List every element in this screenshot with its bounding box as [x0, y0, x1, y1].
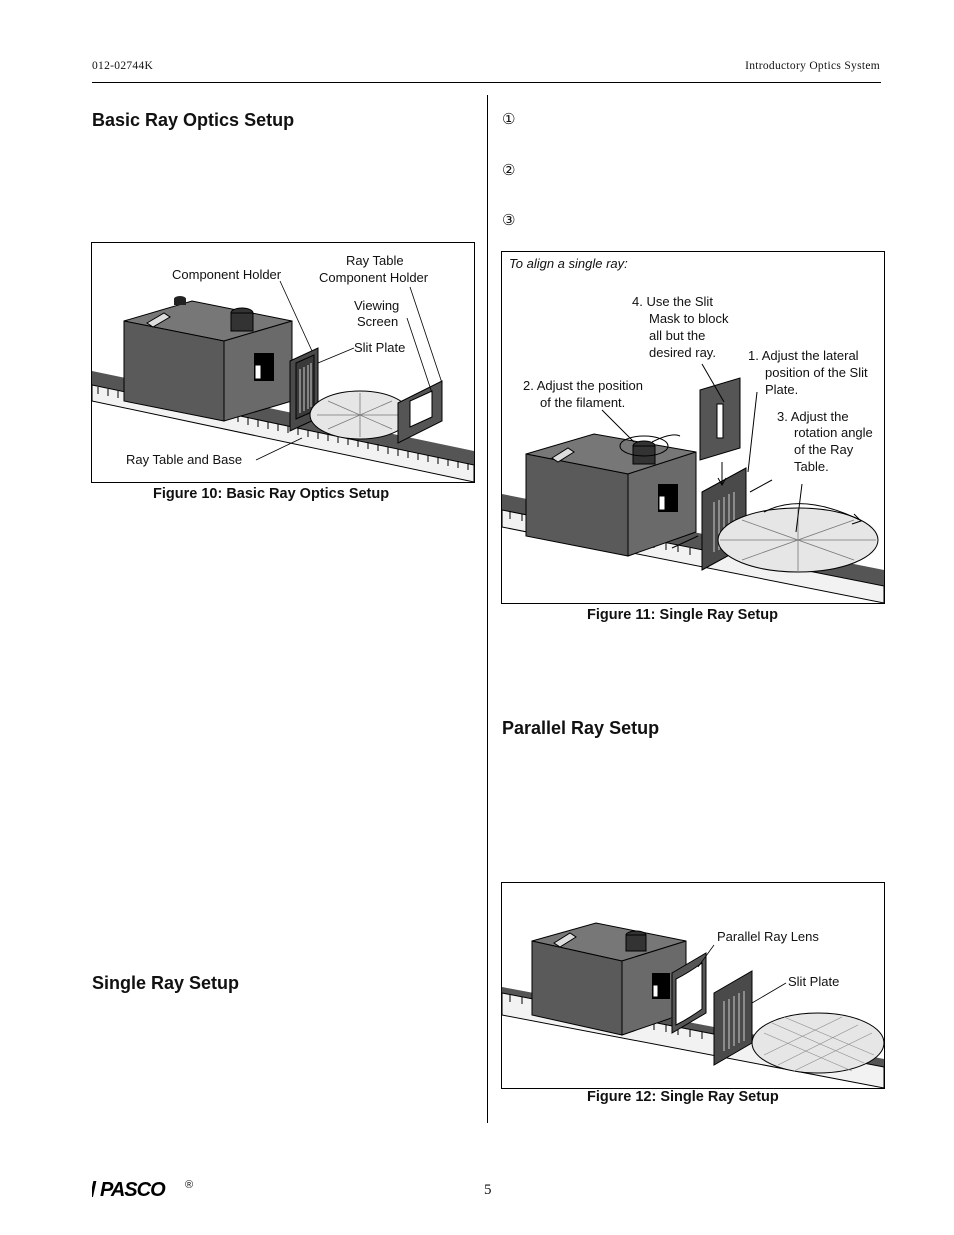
- label-ray-table-holder-line2: Component Holder: [319, 270, 429, 285]
- doc-number: 012-02744K: [92, 60, 154, 72]
- figure-10-caption: Figure 10: Basic Ray Optics Setup: [153, 486, 390, 502]
- label-slit-plate-fig12: Slit Plate: [788, 974, 840, 989]
- label-component-holder: Component Holder: [172, 267, 282, 282]
- figure-11: To align a single ray: 4. Use the Slit M…: [501, 251, 885, 604]
- registered-mark: ®: [185, 1179, 194, 1191]
- step4-line2: Mask to block: [649, 311, 729, 326]
- step-marker-1: ①: [502, 110, 516, 128]
- step2-line2: of the filament.: [540, 395, 626, 410]
- step4-line3: all but the: [649, 328, 706, 343]
- figure-11-intro: To align a single ray:: [509, 256, 628, 271]
- step3-line1: 3. Adjust the: [777, 409, 849, 424]
- section-title-single-ray: Single Ray Setup: [92, 973, 240, 993]
- step3-line2: rotation angle: [794, 425, 873, 440]
- page-number: 5: [484, 1182, 492, 1198]
- pasco-logo: PASCO: [92, 1178, 182, 1200]
- step4-line1: 4. Use the Slit: [632, 294, 713, 309]
- step4-line4: desired ray.: [649, 345, 716, 360]
- pasco-logo-mark: PASCO: [92, 1179, 167, 1200]
- label-viewing-screen-line1: Viewing: [354, 298, 400, 313]
- step3-line4: Table.: [794, 459, 829, 474]
- section-title-parallel-ray: Parallel Ray Setup: [502, 718, 660, 738]
- header-rule: [92, 82, 881, 83]
- label-parallel-ray-lens: Parallel Ray Lens: [717, 929, 819, 944]
- column-divider: [487, 95, 488, 1123]
- step-marker-3: ③: [502, 211, 516, 229]
- label-ray-table-base: Ray Table and Base: [126, 452, 243, 467]
- figure-11-caption: Figure 11: Single Ray Setup: [587, 607, 778, 623]
- step1-line1: 1. Adjust the lateral: [748, 348, 859, 363]
- section-title-basic-ray-optics: Basic Ray Optics Setup: [92, 110, 295, 130]
- step1-line2: position of the Slit: [765, 365, 868, 380]
- figure-10-illustration: [92, 280, 474, 482]
- figure-12: Parallel Ray Lens Slit Plate: [501, 882, 885, 1089]
- label-viewing-screen-line2: Screen: [357, 314, 399, 329]
- doc-title: Introductory Optics System: [745, 60, 880, 72]
- step2-line1: 2. Adjust the position: [523, 378, 643, 393]
- figure-12-illustration: [502, 922, 884, 1088]
- figure-10: Component Holder Ray Table Component Hol…: [91, 242, 475, 483]
- figure-11-illustration: [502, 363, 884, 603]
- label-ray-table-holder-line1: Ray Table: [346, 253, 404, 268]
- pasco-logo-text: PASCO: [100, 1179, 166, 1200]
- step1-line3: Plate.: [765, 382, 799, 397]
- step-marker-2: ②: [502, 161, 516, 179]
- step3-line3: of the Ray: [794, 442, 854, 457]
- figure-12-caption: Figure 12: Single Ray Setup: [587, 1089, 779, 1105]
- label-slit-plate: Slit Plate: [354, 340, 406, 355]
